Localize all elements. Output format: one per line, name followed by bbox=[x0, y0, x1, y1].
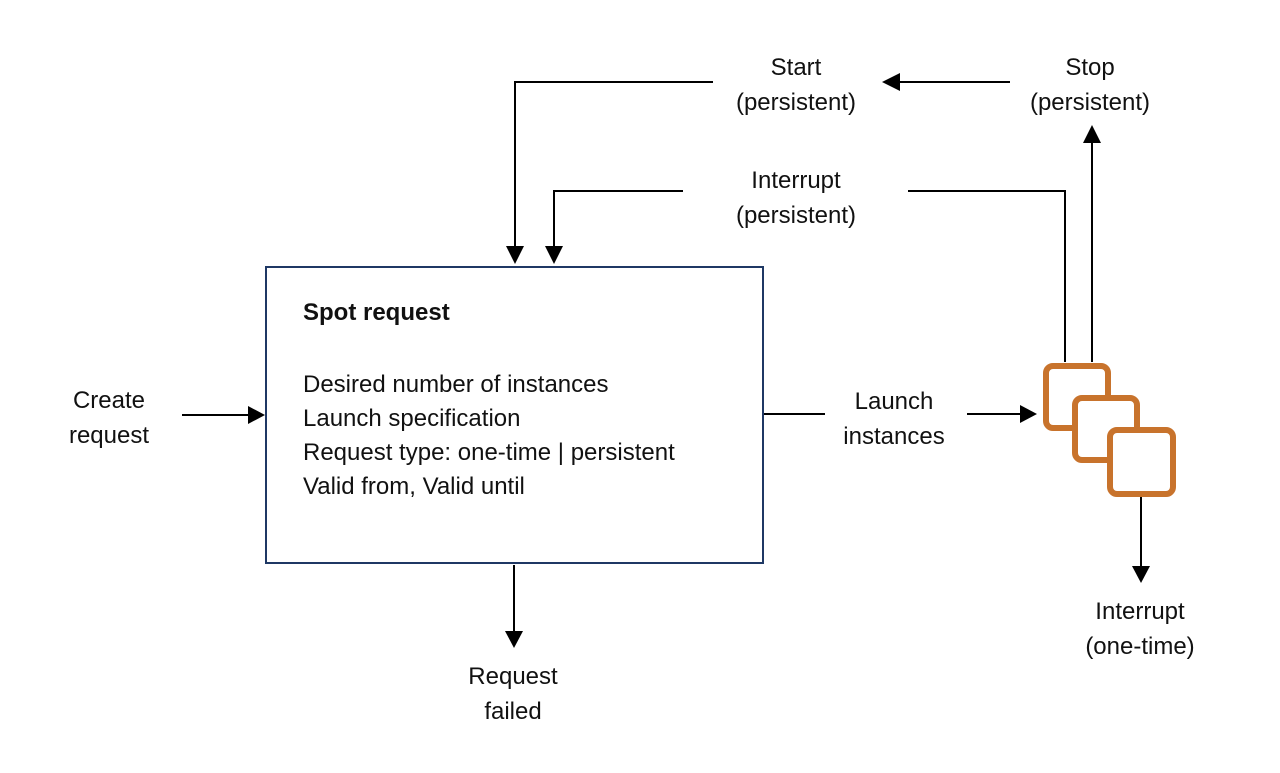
arrowhead-box-to-failed bbox=[505, 631, 523, 648]
label-start-persistent: Start (persistent) bbox=[686, 50, 906, 120]
spot-request-box-details: Desired number of instances Launch speci… bbox=[303, 368, 742, 504]
spot-request-detail-launch-specification: Launch specification bbox=[303, 405, 521, 432]
label-line: failed bbox=[484, 698, 542, 725]
arrowhead-instances-to-interrupt-onetime bbox=[1132, 566, 1150, 583]
arrowhead-instances-to-stop bbox=[1083, 125, 1101, 143]
label-request-failed: Request failed bbox=[403, 659, 623, 729]
arrowhead-stop-to-start bbox=[882, 73, 900, 91]
label-stop-persistent: Stop (persistent) bbox=[980, 50, 1200, 120]
instance-square-front bbox=[1107, 427, 1176, 497]
connector-start-to-box bbox=[514, 81, 713, 246]
spot-request-detail-valid-range: Valid from, Valid until bbox=[303, 473, 525, 500]
label-line: (persistent) bbox=[735, 202, 857, 229]
label-line: Interrupt bbox=[1095, 598, 1185, 625]
label-line: Stop bbox=[1065, 54, 1115, 81]
label-line: Create bbox=[72, 387, 146, 414]
label-line: Launch bbox=[854, 388, 934, 415]
arrowhead-start-to-box bbox=[506, 246, 524, 264]
label-interrupt-persistent: Interrupt (persistent) bbox=[686, 163, 906, 233]
spot-request-detail-request-type: Request type: one-time | persistent bbox=[303, 439, 675, 466]
label-line: instances bbox=[843, 423, 945, 450]
spot-request-box-title: Spot request bbox=[303, 299, 450, 326]
arrowhead-create-to-box bbox=[248, 406, 265, 424]
spot-request-detail-desired-instances: Desired number of instances bbox=[303, 371, 609, 398]
connector-interrupt-to-instances bbox=[908, 190, 1066, 362]
spot-request-box: Spot request Desired number of instances… bbox=[265, 266, 764, 564]
label-create-request: Create request bbox=[0, 383, 219, 453]
label-line: request bbox=[68, 422, 150, 449]
arrowhead-launch-to-instances bbox=[1020, 405, 1037, 423]
label-line: Request bbox=[468, 663, 558, 690]
instances-icon bbox=[1043, 363, 1176, 497]
label-line: Start bbox=[770, 54, 822, 81]
label-line: (persistent) bbox=[1029, 89, 1151, 116]
label-line: Interrupt bbox=[751, 167, 841, 194]
label-line: (one-time) bbox=[1085, 633, 1195, 660]
connector-interrupt-to-box bbox=[553, 190, 683, 246]
label-interrupt-one-time: Interrupt (one-time) bbox=[1030, 594, 1250, 664]
label-line: (persistent) bbox=[735, 89, 857, 116]
label-launch-instances: Launch instances bbox=[784, 384, 1004, 454]
arrowhead-interrupt-to-box bbox=[545, 246, 563, 264]
